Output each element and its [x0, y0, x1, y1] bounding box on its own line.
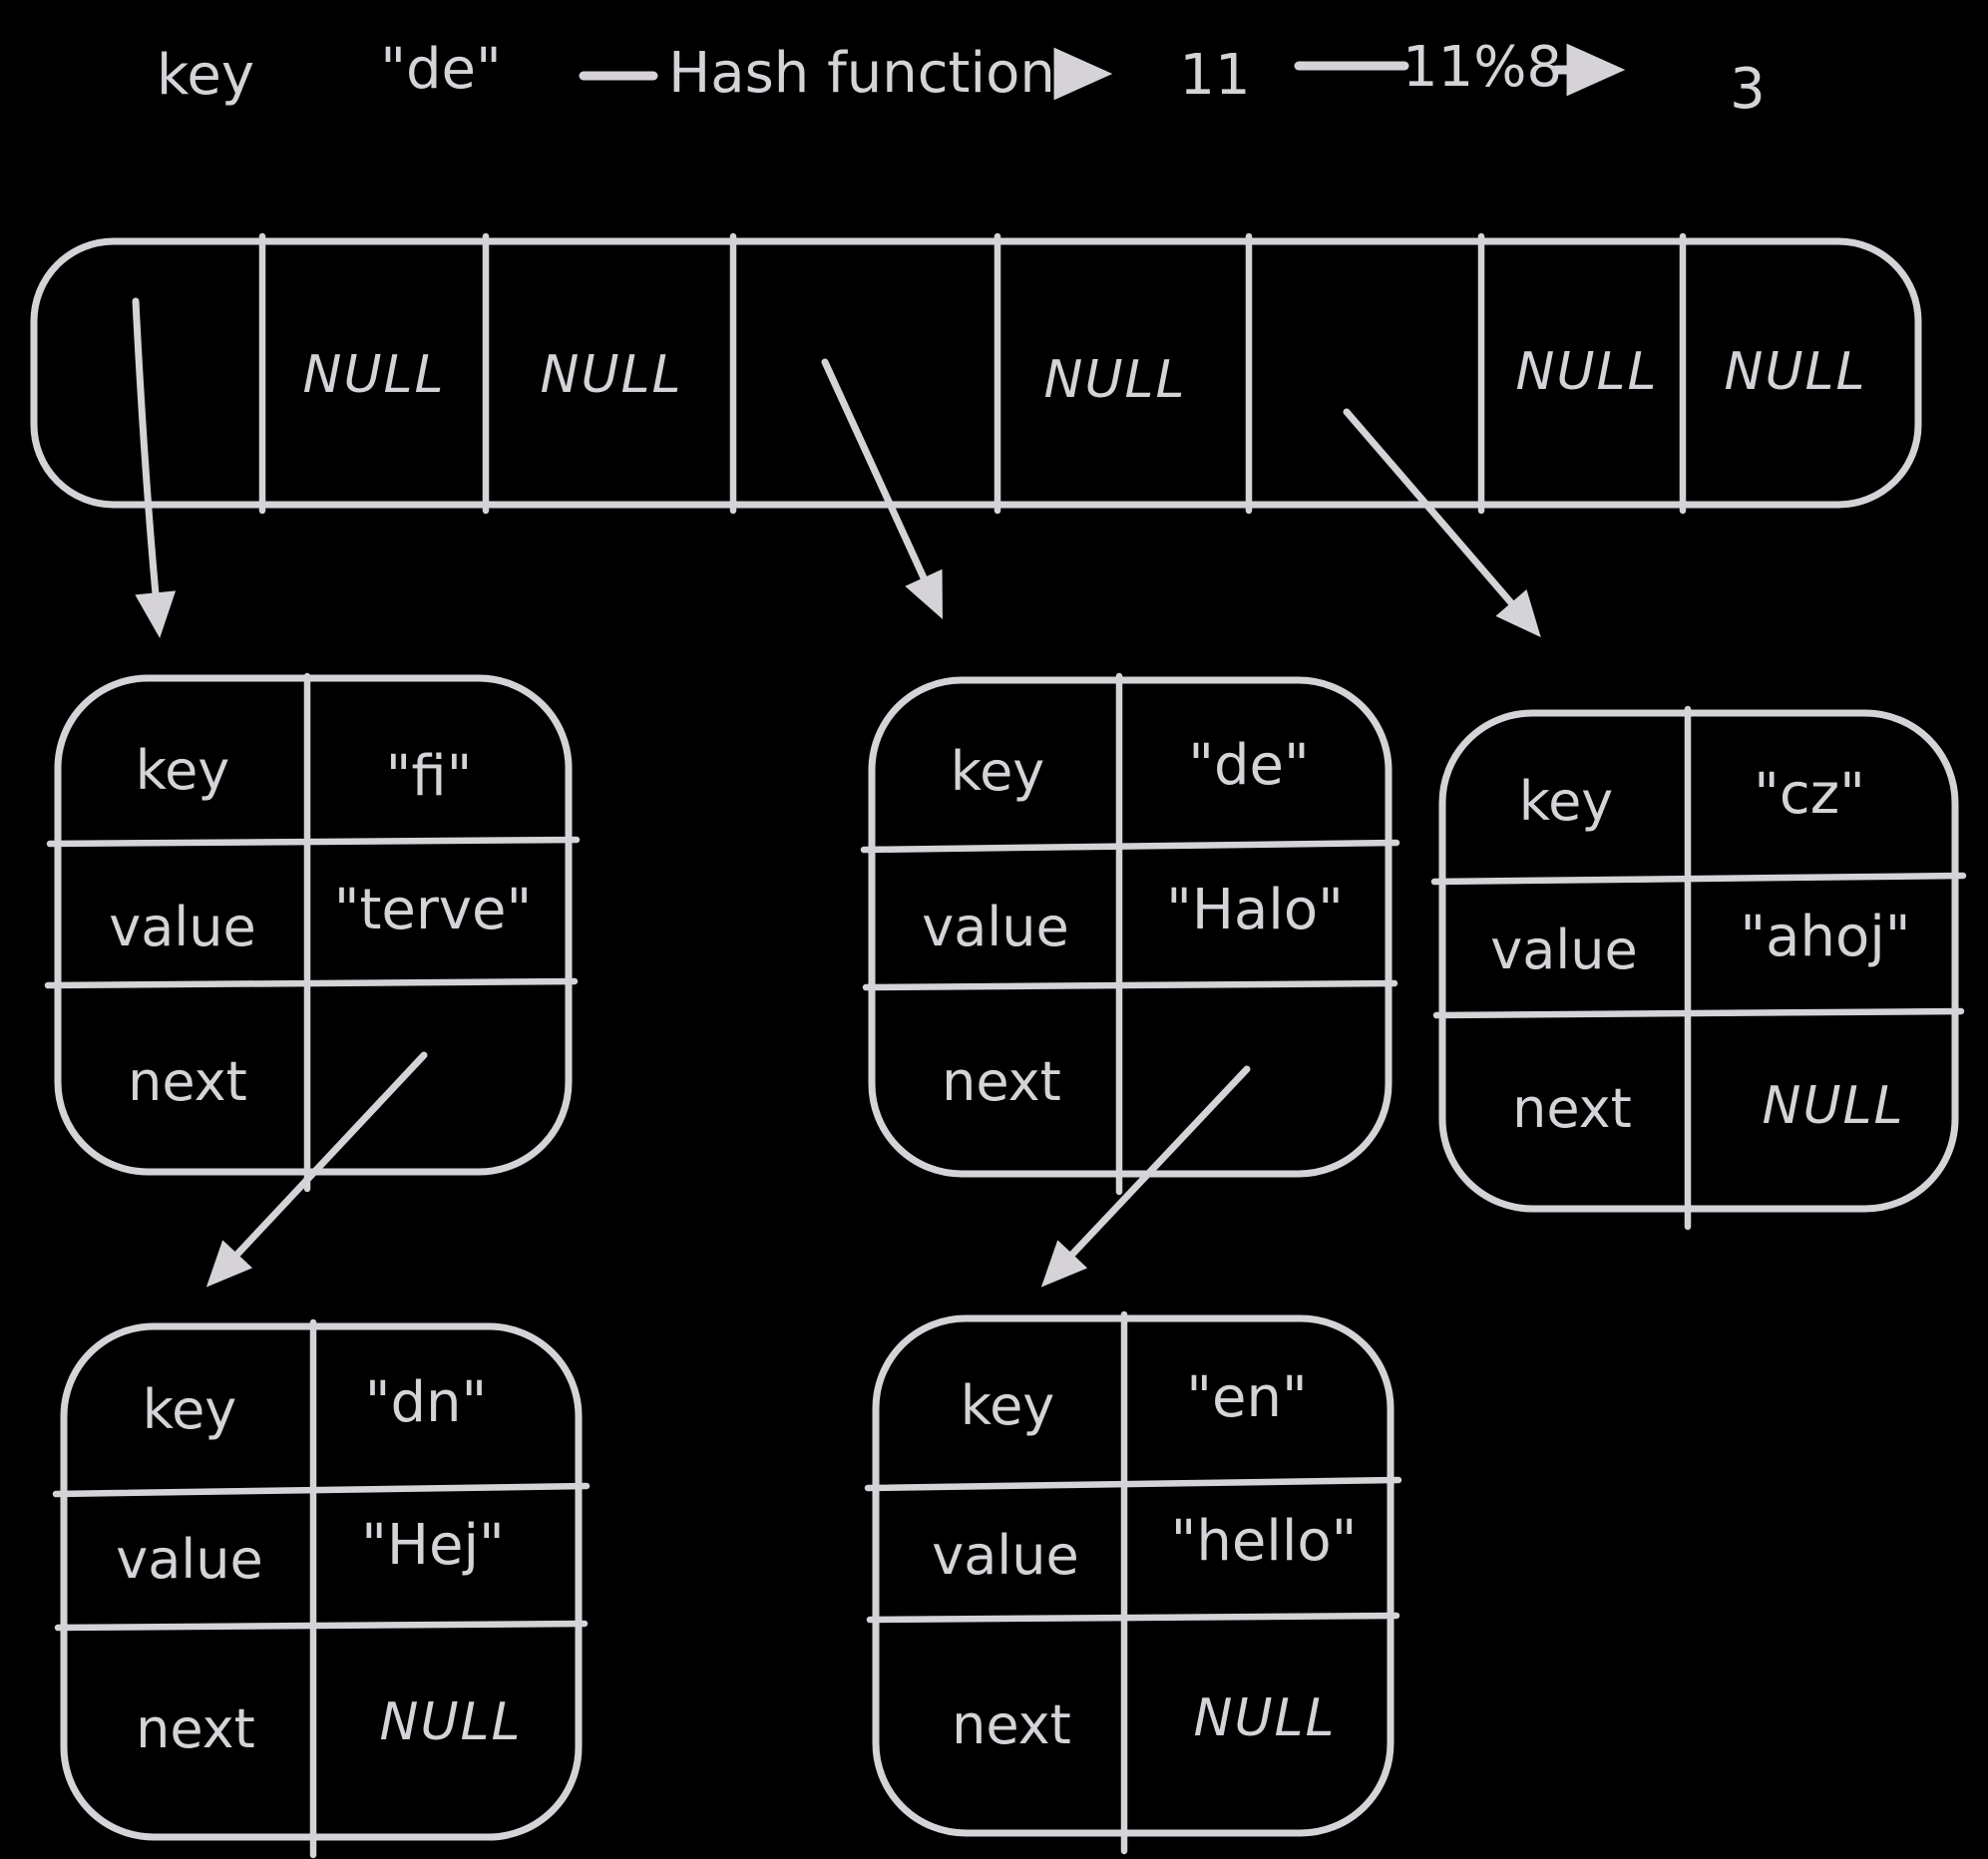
node-row-divider: [866, 1612, 1400, 1624]
array-outline: [30, 237, 1922, 509]
node-row-divider: [1430, 872, 1967, 886]
array-slot-null-label: NULL: [1044, 350, 1187, 410]
array-slot-null-label: NULL: [541, 345, 683, 405]
arrow-node-fi-to-node-dn: [205, 1051, 428, 1288]
node-value-label: value: [922, 896, 1069, 958]
node-row-divider: [46, 836, 581, 848]
node-value-value: "terve": [334, 878, 533, 942]
node-outline: [868, 676, 1392, 1178]
arrow-slot0-to-node-fi: [132, 297, 177, 638]
node-key-value: "en": [1186, 1365, 1307, 1430]
node-cz: key "cz" value "ahoj" next NULL: [1430, 705, 1967, 1231]
node-key-label: key: [951, 740, 1045, 803]
flow-mod-expression: 11%8: [1402, 35, 1562, 100]
node-row-divider: [860, 839, 1400, 854]
node-next-label: next: [1512, 1077, 1632, 1140]
arrow-node-de-to-node-en: [1040, 1065, 1251, 1288]
node-outline: [872, 1314, 1394, 1837]
node-value-value: "ahoj": [1740, 905, 1910, 969]
node-row-divider: [864, 1476, 1402, 1492]
node-row-divider: [1432, 1007, 1965, 1019]
node-outline: [60, 1322, 583, 1841]
node-value-label: value: [116, 1528, 263, 1591]
flow-bucket-index: 3: [1730, 57, 1766, 122]
node-value-value: "Hej": [361, 1513, 505, 1578]
node-de: key "de" value "Halo" next: [860, 672, 1400, 1196]
node-row-divider: [52, 1482, 591, 1498]
node-row-divider: [862, 979, 1398, 991]
arrow-slot3-to-node-de: [821, 358, 943, 619]
node-key-label: key: [1519, 770, 1614, 833]
node-key-value: "cz": [1754, 762, 1865, 827]
node-row-divider: [44, 977, 579, 989]
hash-table-array: NULL NULL NULL NULL NULL: [30, 232, 1922, 515]
node-next-label: next: [942, 1050, 1061, 1113]
node-next-label: next: [128, 1050, 247, 1113]
node-value-label: value: [109, 896, 256, 958]
array-slot-null-label: NULL: [1516, 342, 1659, 402]
node-value-value: "hello": [1171, 1509, 1358, 1574]
array-slot-null-label: NULL: [303, 345, 446, 405]
node-key-label: key: [143, 1378, 237, 1441]
arrow-slot5-to-node-cz: [1343, 408, 1541, 638]
node-key-label: key: [136, 739, 230, 802]
node-key-label: key: [961, 1374, 1055, 1437]
node-fi: key "fi" value "terve" next: [44, 672, 581, 1193]
node-value-label: value: [1490, 919, 1638, 981]
node-next-label: next: [952, 1693, 1071, 1756]
node-next-null: NULL: [1194, 1688, 1337, 1748]
flow-key-label: key: [157, 43, 254, 108]
array-slot-null-label: NULL: [1725, 342, 1867, 402]
flow-hash-function-label: Hash function: [668, 41, 1055, 106]
node-key-value: "fi": [386, 744, 473, 809]
node-row-divider: [54, 1620, 589, 1632]
flow-key-value: "de": [380, 37, 502, 102]
node-next-null: NULL: [1763, 1076, 1905, 1136]
node-en: key "en" value "hello" next NULL: [864, 1310, 1402, 1855]
flow-hash-result: 11: [1179, 43, 1250, 108]
hash-flow-row: key "de" Hash function 11 11%8 3: [157, 35, 1766, 122]
node-value-label: value: [932, 1524, 1079, 1587]
node-key-value: "de": [1188, 733, 1310, 798]
node-outline: [1438, 709, 1959, 1213]
node-key-value: "dn": [365, 1370, 488, 1435]
node-next-label: next: [136, 1697, 255, 1760]
node-dn: key "dn" value "Hej" next NULL: [52, 1318, 591, 1859]
node-next-null: NULL: [380, 1692, 523, 1752]
node-value-value: "Halo": [1166, 878, 1344, 942]
